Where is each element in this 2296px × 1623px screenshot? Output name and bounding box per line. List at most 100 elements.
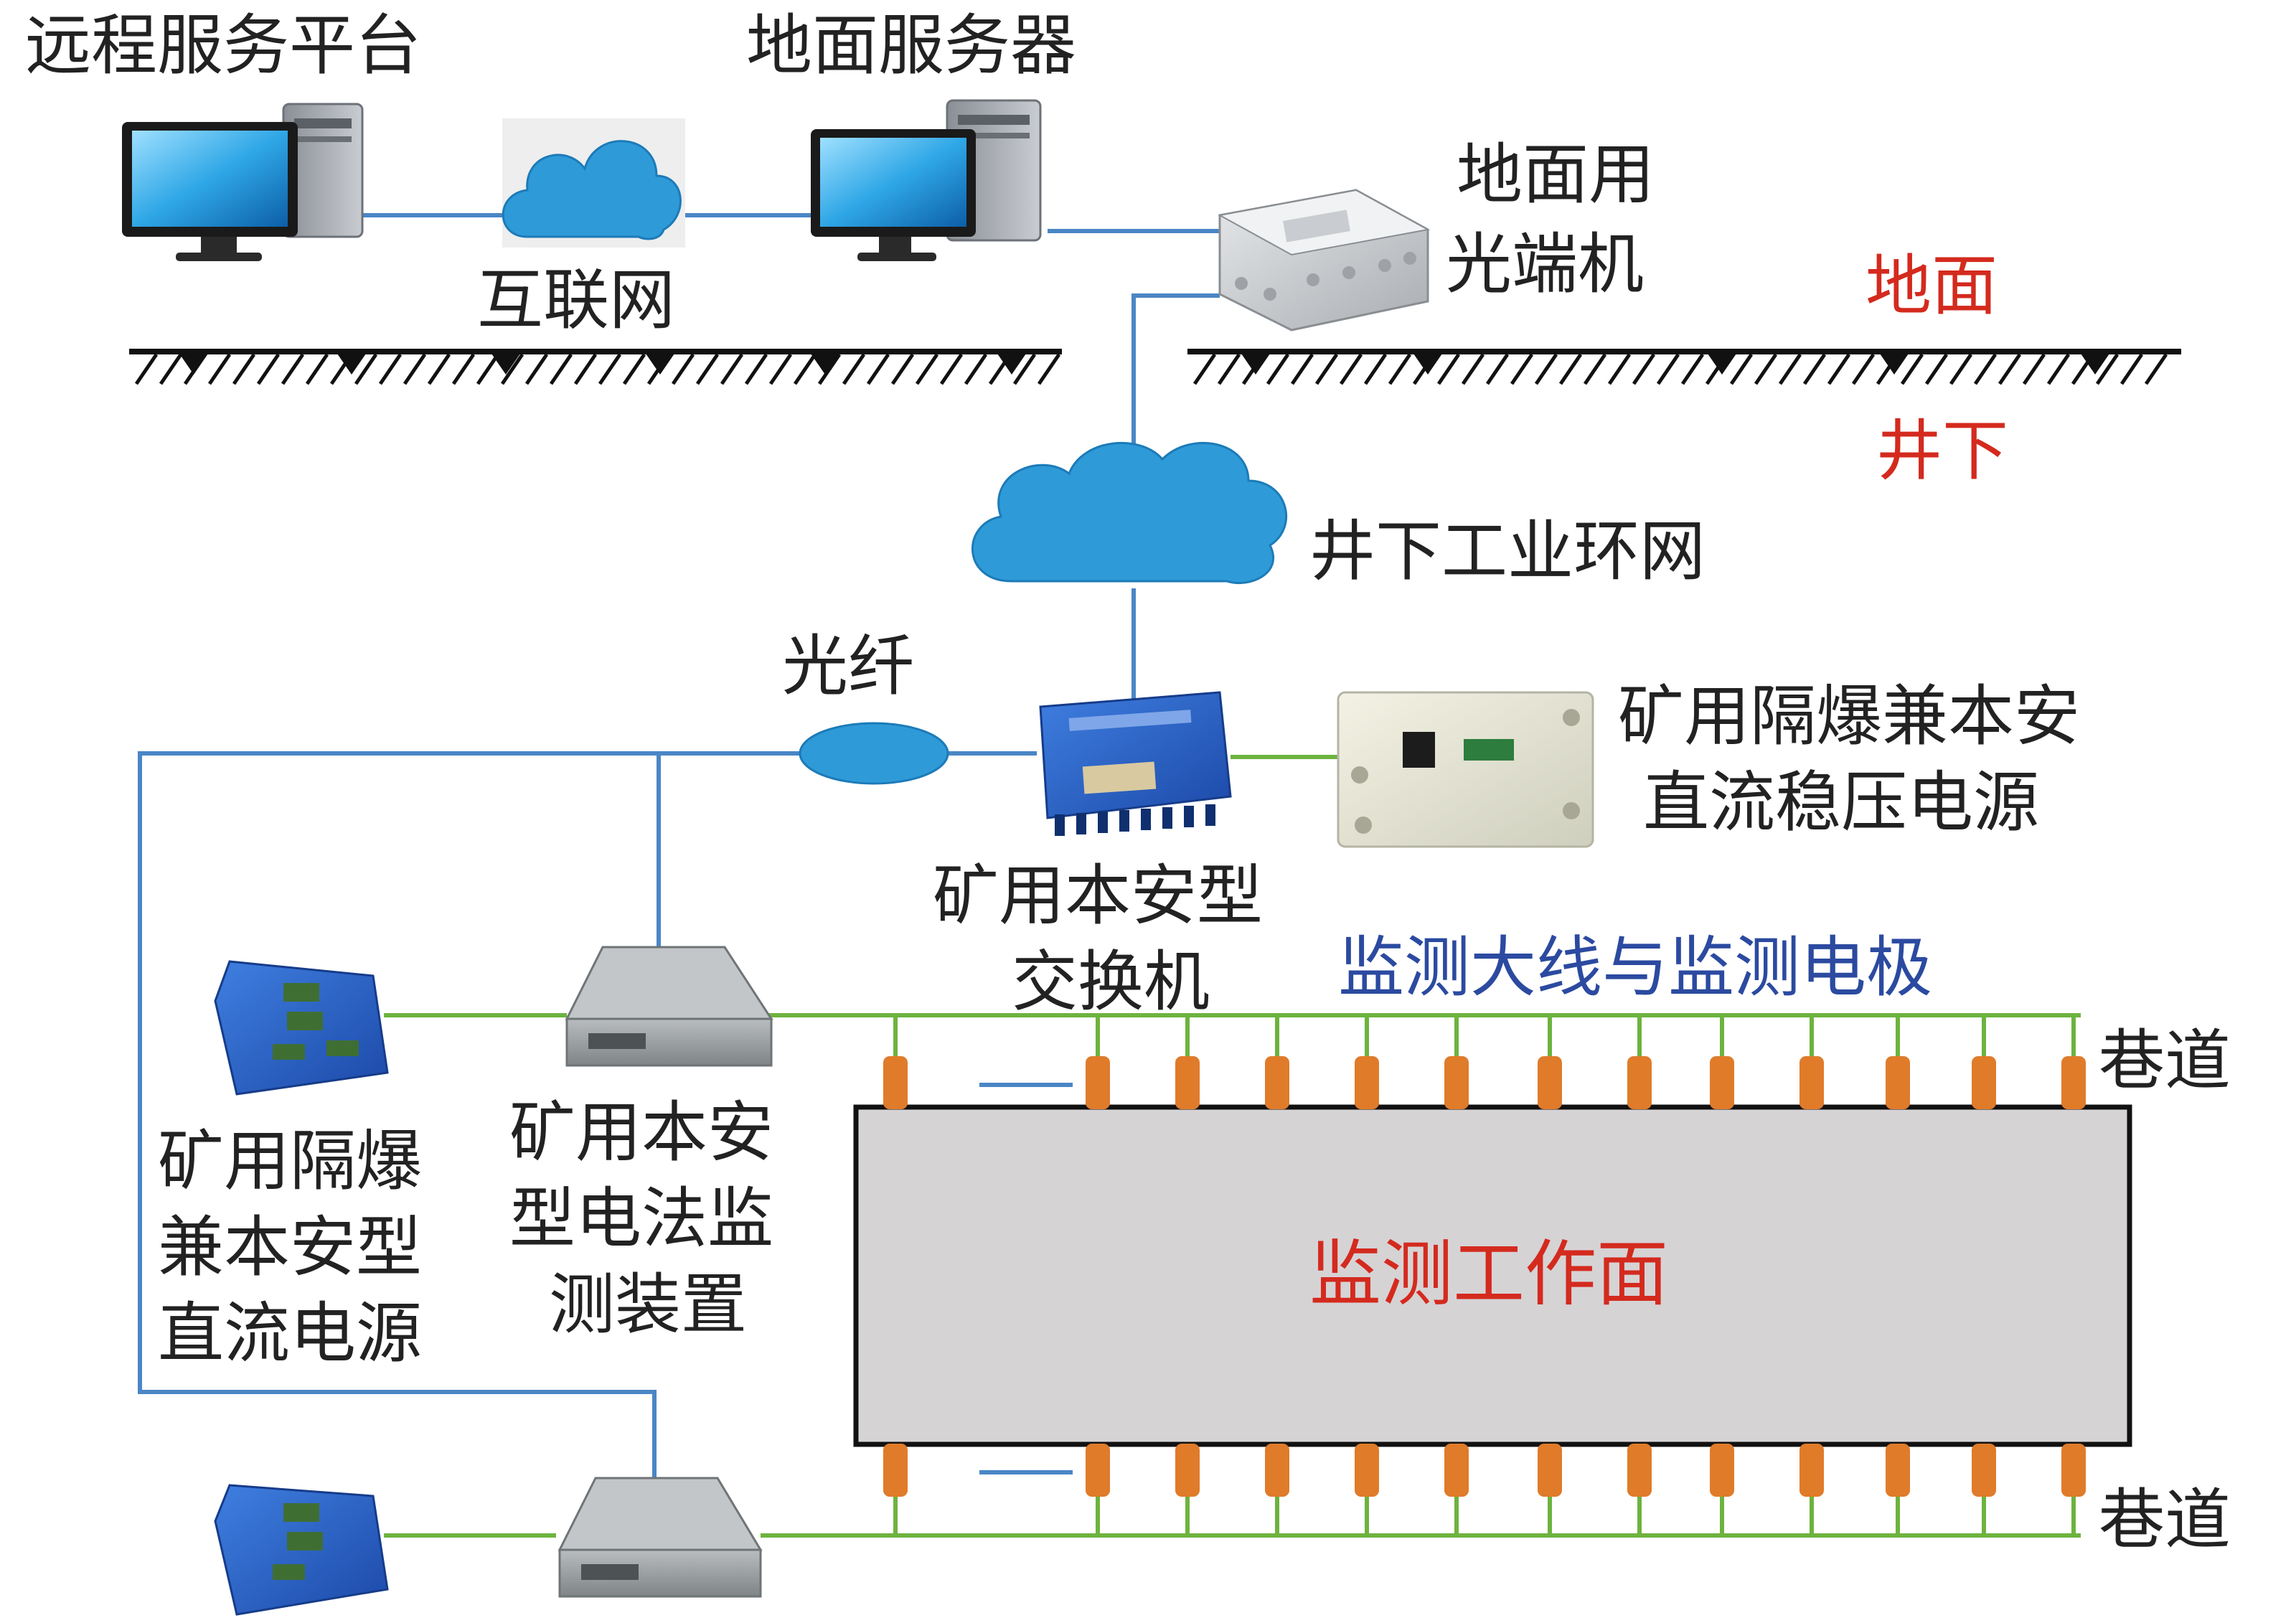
monitoring-electrode-icon (1972, 1056, 1996, 1109)
ground-hatch-mark (207, 353, 232, 385)
dc-power-left-label-line1: 矿用隔爆 (158, 1123, 422, 1200)
ground-hatch-mark (1949, 353, 1973, 385)
ground-anchor-mark (644, 352, 676, 375)
monitoring-electrode-icon (1538, 1056, 1562, 1109)
surface-label: 地面 (1866, 248, 1998, 324)
ground-hatch-mark (500, 353, 524, 385)
ground-anchor-mark (336, 352, 367, 375)
ground-optical-terminal-label-line1: 地面用 (1457, 136, 1655, 213)
ground-hatch-mark (598, 353, 622, 385)
ground-hatch-mark (354, 353, 378, 385)
ground-hatch-mark (1729, 353, 1754, 385)
monitoring-electrode-icon (1538, 1444, 1562, 1497)
monitoring-electrode-icon (1175, 1444, 1200, 1497)
ground-hatch-mark (256, 353, 281, 385)
ground-hatch-mark (1314, 353, 1339, 385)
monitoring-electrode-icon (1799, 1444, 1824, 1497)
ground-hatch-mark (1583, 353, 1607, 385)
monitoring-electrode-icon (1265, 1056, 1289, 1109)
ground-optical-terminal-label-line2: 光端机 (1446, 226, 1644, 303)
roadway-bottom-label: 巷道 (2099, 1482, 2231, 1558)
ground-hatch-mark (2119, 353, 2144, 385)
ground-hatch-mark (549, 353, 573, 385)
ground-optical-terminal-icon (1218, 189, 1430, 331)
ground-hatch-mark (2095, 353, 2119, 385)
ground-surface-line-right (1187, 349, 2181, 385)
monitoring-device-bottom-icon (557, 1477, 763, 1598)
ground-hatch-mark (1461, 353, 1485, 385)
ground-hatch-mark (1388, 353, 1412, 385)
monitoring-electrode-icon (1444, 1444, 1469, 1497)
ground-hatch-mark (890, 353, 915, 385)
remote-computer-icon (122, 103, 364, 261)
ground-hatch-mark (1778, 353, 1802, 385)
ground-hatch-mark (1973, 353, 1998, 385)
ground-hatch-mark (744, 353, 768, 385)
electrode-group (883, 1056, 2086, 1497)
internet-cloud-icon (502, 118, 685, 248)
ground-anchor-mark (809, 352, 841, 375)
ground-surface-line-left (129, 349, 1062, 385)
ground-hatch-mark (964, 353, 988, 385)
ground-hatch-mark (1266, 353, 1290, 385)
monitoring-electrode-icon (883, 1056, 908, 1109)
link-fiber-left-trunk (138, 751, 800, 1478)
monitoring-electrode-icon (1175, 1056, 1200, 1109)
monitoring-electrode-icon (1972, 1444, 1996, 1497)
monitoring-electrode-icon (1710, 1444, 1734, 1497)
ground-hatch-mark (1485, 353, 1510, 385)
monitoring-electrode-icon (1086, 1056, 1110, 1109)
ground-anchor-mark (178, 352, 210, 375)
ground-hatch-mark (768, 353, 793, 385)
ground-hatch-mark (1012, 353, 1037, 385)
monitoring-electrode-icon (1799, 1056, 1824, 1109)
ground-hatch-mark (1632, 353, 1656, 385)
ground-hatch-mark (1217, 353, 1241, 385)
ground-hatch-mark (622, 353, 646, 385)
dc-power-left-label-line2: 兼本安型 (158, 1209, 422, 1286)
ground-hatch-mark (378, 353, 403, 385)
ground-hatch-mark (1037, 353, 1061, 385)
ground-hatch-mark (793, 353, 817, 385)
dc-power-left-label-line3: 直流电源 (158, 1295, 422, 1372)
ground-hatch-mark (427, 353, 451, 385)
ground-hatch-mark (1656, 353, 1680, 385)
remote-platform-label: 远程服务平台 (25, 7, 421, 84)
working-face-label: 监测工作面 (1309, 1232, 1668, 1316)
ground-hatch-mark (403, 353, 427, 385)
ground-hatch-mark (1851, 353, 1876, 385)
monitoring-electrode-icon (1710, 1056, 1734, 1109)
monitoring-electrode-icon (1627, 1056, 1652, 1109)
ground-hatch-mark (866, 353, 890, 385)
monitoring-device-top-icon (565, 946, 773, 1067)
ring-network-cloud-icon (971, 441, 1288, 585)
monitoring-device-label-line3: 测装置 (549, 1266, 747, 1343)
ground-anchor-mark (996, 352, 1027, 375)
ground-anchor-mark (2079, 352, 2111, 375)
working-face-area (853, 1104, 2132, 1447)
underground-label: 井下 (1876, 413, 2008, 489)
mine-switch-icon (1039, 691, 1232, 836)
ground-hatch-mark (2022, 353, 2046, 385)
ground-hatch-mark (159, 353, 183, 385)
ground-hatch-mark (1827, 353, 1851, 385)
ground-hatch-mark (1924, 353, 1949, 385)
network-links (138, 213, 1220, 1478)
dc-power-left-top-icon (214, 960, 389, 1096)
monitoring-electrode-icon (2061, 1444, 2086, 1497)
ground-hatch-mark (842, 353, 866, 385)
monitoring-electrode-icon (1355, 1444, 1379, 1497)
ground-hatch-mark (1998, 353, 2022, 385)
monitoring-electrode-icon (1086, 1444, 1110, 1497)
optical-fiber-label: 光纤 (782, 628, 914, 705)
ground-hatch-mark (1607, 353, 1632, 385)
ground-hatch-mark (232, 353, 256, 385)
ground-hatch-mark (476, 353, 500, 385)
ground-hatch-mark (695, 353, 720, 385)
ground-hatch-mark (1339, 353, 1363, 385)
ground-hatch-mark (1680, 353, 1705, 385)
ground-hatch-mark (1510, 353, 1534, 385)
ground-anchor-mark (1878, 352, 1910, 375)
monitoring-electrode-icon (883, 1444, 908, 1497)
